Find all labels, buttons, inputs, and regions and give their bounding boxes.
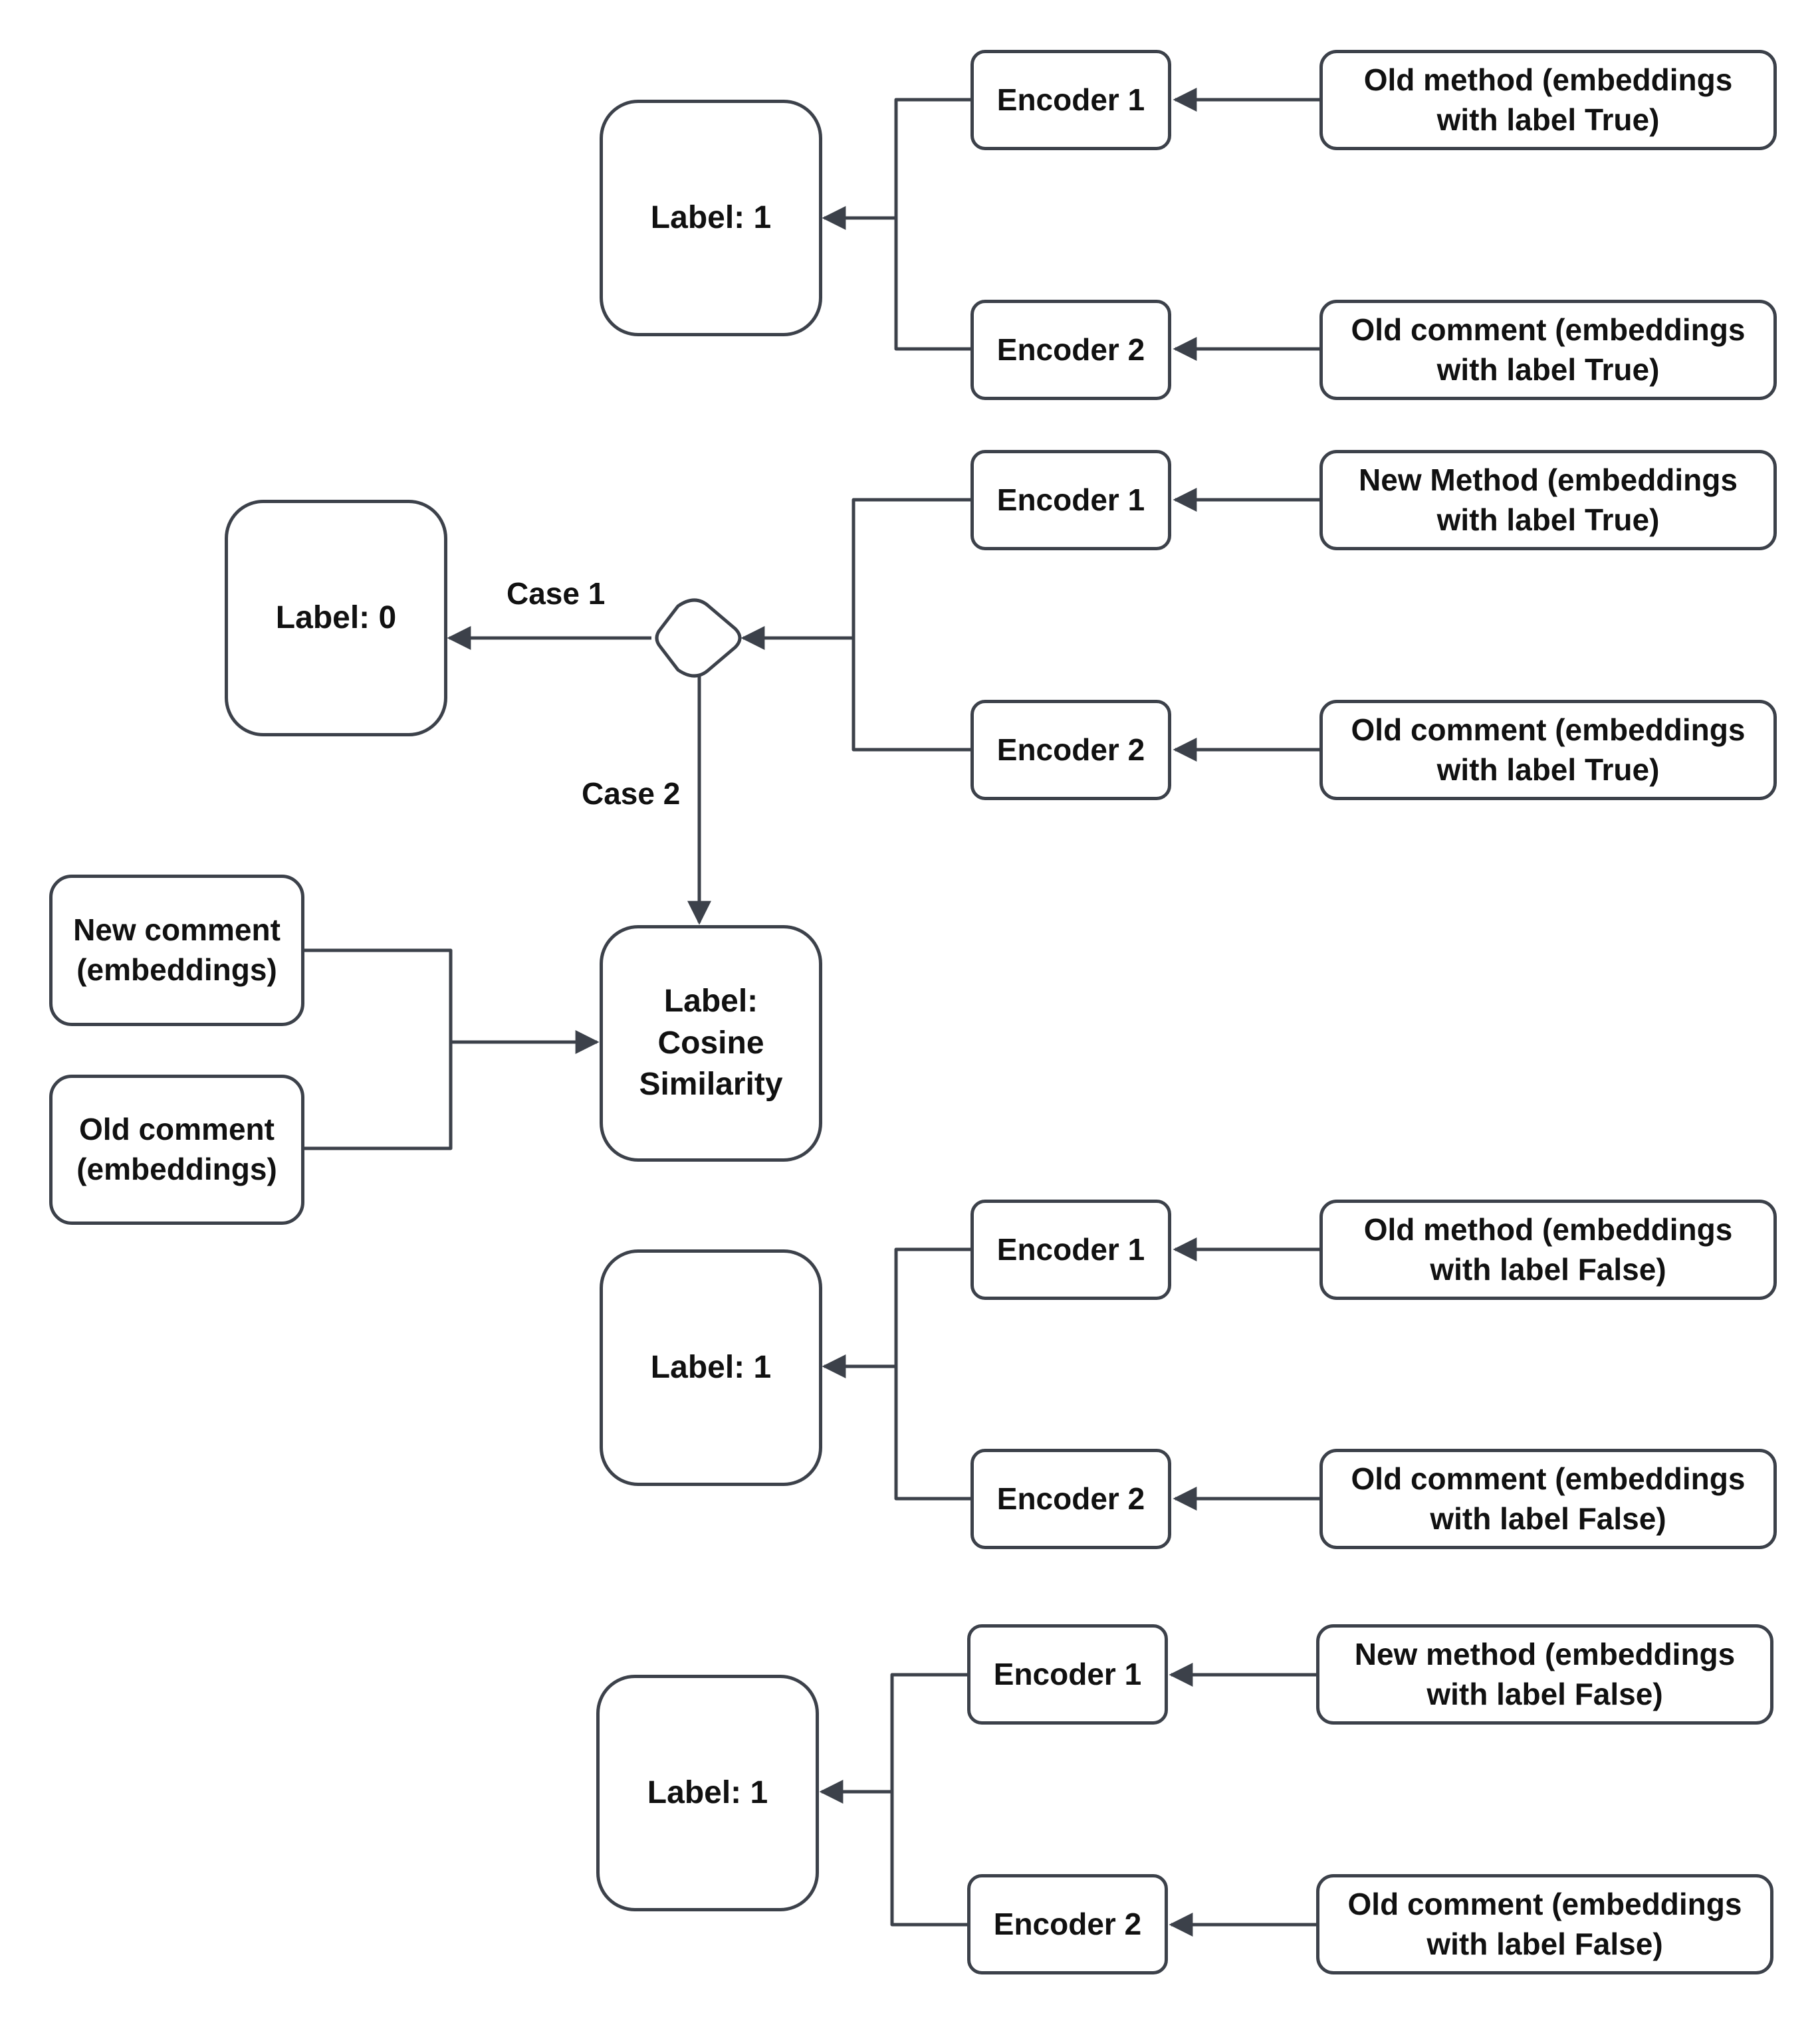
- g4-encoder2-text: Encoder 2: [993, 1906, 1142, 1941]
- g2-label-node: Label: 0: [225, 500, 447, 736]
- case1-label: Case 1: [507, 576, 606, 611]
- g4-source1-text: New method (embeddings with label False): [1354, 1636, 1736, 1711]
- g2-encoder2-text: Encoder 2: [996, 732, 1145, 767]
- cosine-label-node: Label: Cosine Similarity: [600, 925, 822, 1162]
- edge-g3-encoders-to-label: [824, 1247, 970, 1501]
- g2-encoder2-node: Encoder 2: [970, 700, 1171, 800]
- g3-encoder2-text: Encoder 2: [996, 1481, 1145, 1516]
- g1-source2-text: Old comment (embeddings with label True): [1351, 312, 1746, 387]
- g4-source2-node: Old comment (embeddings with label False…: [1316, 1874, 1773, 1974]
- g2-encoder1-text: Encoder 1: [996, 482, 1145, 517]
- case2-label: Case 2: [582, 776, 681, 811]
- g2-source2-text: Old comment (embeddings with label True): [1351, 712, 1746, 787]
- cosine-input2-node: Old comment (embeddings): [49, 1075, 304, 1225]
- g2-source1-node: New Method (embeddings with label True): [1319, 450, 1777, 550]
- g2-source1-text: New Method (embeddings with label True): [1359, 462, 1738, 537]
- edge-inputs-to-cosine: [304, 948, 597, 1150]
- g1-source1-text: Old method (embeddings with label True): [1363, 62, 1733, 137]
- g3-encoder2-node: Encoder 2: [970, 1449, 1171, 1549]
- g2-source2-node: Old comment (embeddings with label True): [1319, 700, 1777, 800]
- g1-encoder2-text: Encoder 2: [996, 332, 1145, 367]
- g3-label-node: Label: 1: [600, 1249, 822, 1486]
- g3-label-text: Label: 1: [650, 1349, 772, 1385]
- g3-encoder1-node: Encoder 1: [970, 1200, 1171, 1300]
- g3-source1-node: Old method (embeddings with label False): [1319, 1200, 1777, 1300]
- g4-source2-text: Old comment (embeddings with label False…: [1347, 1886, 1742, 1961]
- g4-encoder2-node: Encoder 2: [967, 1874, 1168, 1974]
- edge-g2-encoders-to-decision: [743, 498, 970, 752]
- g1-source2-node: Old comment (embeddings with label True): [1319, 300, 1777, 400]
- g4-source1-node: New method (embeddings with label False): [1316, 1624, 1773, 1725]
- g4-label-node: Label: 1: [596, 1675, 819, 1911]
- g4-encoder1-node: Encoder 1: [967, 1624, 1168, 1725]
- cosine-input1-text: New comment (embeddings): [73, 912, 281, 987]
- cosine-input1-node: New comment (embeddings): [49, 875, 304, 1026]
- g4-encoder1-text: Encoder 1: [993, 1656, 1142, 1691]
- g1-label-node: Label: 1: [600, 100, 822, 336]
- g4-label-text: Label: 1: [647, 1774, 768, 1810]
- edge-g4-encoders-to-label: [822, 1673, 967, 1927]
- g1-encoder2-node: Encoder 2: [970, 300, 1171, 400]
- g2-encoder1-node: Encoder 1: [970, 450, 1171, 550]
- edge-g1-encoders-to-label: [824, 98, 970, 351]
- decision-diamond: [655, 598, 742, 678]
- g3-source2-text: Old comment (embeddings with label False…: [1351, 1461, 1746, 1536]
- g1-source1-node: Old method (embeddings with label True): [1319, 50, 1777, 150]
- g1-encoder1-text: Encoder 1: [996, 82, 1145, 117]
- cosine-input2-text: Old comment (embeddings): [76, 1112, 277, 1186]
- g3-source1-text: Old method (embeddings with label False): [1363, 1212, 1733, 1287]
- g3-encoder1-text: Encoder 1: [996, 1231, 1145, 1267]
- g1-label-text: Label: 1: [650, 199, 772, 235]
- g2-label-text: Label: 0: [275, 599, 397, 635]
- g1-encoder1-node: Encoder 1: [970, 50, 1171, 150]
- cosine-label-text: Label: Cosine Similarity: [639, 984, 783, 1103]
- g3-source2-node: Old comment (embeddings with label False…: [1319, 1449, 1777, 1549]
